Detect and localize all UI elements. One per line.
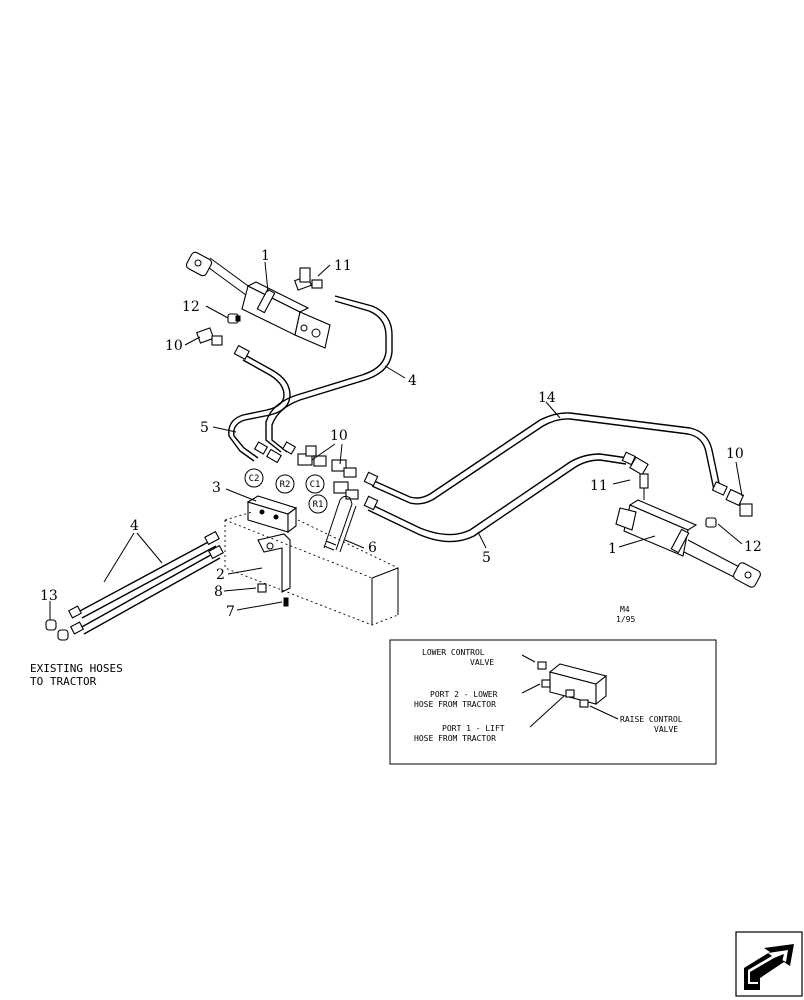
callout-10-top: 10 xyxy=(165,338,183,354)
leader-lines xyxy=(49,261,743,620)
existing-hose-a xyxy=(77,539,213,613)
hose-fitting xyxy=(69,621,85,635)
inset-raise-control-line2: VALVE xyxy=(654,725,678,734)
next-page-button[interactable] xyxy=(735,931,803,997)
inset-valve-block xyxy=(537,661,608,708)
existing-hoses-note-line2: TO TRACTOR xyxy=(30,675,97,688)
hose-5-lower-inner xyxy=(367,459,627,543)
port-label-c2: C2 xyxy=(249,474,260,484)
inset-lower-control-line1: LOWER CONTROL xyxy=(422,648,485,657)
fitting-11-top xyxy=(294,267,323,291)
fitting-cluster-mid xyxy=(253,441,379,511)
inset-leader-raise xyxy=(589,705,619,720)
callout-11-top: 11 xyxy=(334,258,352,274)
hose-14 xyxy=(371,412,721,499)
nut-8 xyxy=(257,583,267,593)
inset-raise-control-line1: RAISE CONTROL xyxy=(620,715,683,724)
hydraulic-cylinder-top xyxy=(185,251,331,349)
port-label-c1: C1 xyxy=(310,480,321,490)
existing-hose-b-inner xyxy=(83,557,221,635)
existing-hose-a-inner xyxy=(81,545,217,619)
port-circle-c1: C1 xyxy=(305,474,325,494)
hose-14-inner xyxy=(371,418,715,505)
u-bolt xyxy=(323,495,357,553)
coupler-13 xyxy=(45,619,69,641)
fitting-12-top xyxy=(227,313,241,324)
callout-13: 13 xyxy=(40,588,58,604)
drawing-code-line1: M4 xyxy=(620,605,630,614)
inset-border xyxy=(389,639,717,765)
callout-12-top: 12 xyxy=(182,299,200,315)
mounting-bracket xyxy=(257,533,291,593)
toolbar-tube-dashed xyxy=(224,511,399,626)
port-label-r1: R1 xyxy=(313,500,324,510)
existing-hose-b xyxy=(79,551,217,629)
callout-5-left: 5 xyxy=(200,420,209,436)
callout-3: 3 xyxy=(212,480,221,496)
fitting-12-right xyxy=(705,517,717,528)
hydraulic-cylinder-right xyxy=(615,499,761,588)
port-label-r2: R2 xyxy=(280,480,291,490)
callout-4-upper: 4 xyxy=(408,373,417,389)
inset-leader-lower xyxy=(521,654,536,663)
callout-10-right: 10 xyxy=(726,446,744,462)
callout-12-right: 12 xyxy=(744,539,762,555)
fitting-10-right xyxy=(711,481,753,517)
hose-5-lower xyxy=(369,453,629,536)
hose-5-left-inner xyxy=(228,359,285,462)
hose-fitting xyxy=(204,530,220,546)
hose-4-upper xyxy=(271,295,393,453)
drawing-code-line2: 1/95 xyxy=(616,615,635,624)
valve-block xyxy=(246,495,298,534)
callout-10-mid: 10 xyxy=(330,428,348,444)
hose-fitting xyxy=(208,544,224,560)
callout-11-right: 11 xyxy=(590,478,608,494)
callout-1-right: 1 xyxy=(608,541,617,557)
inset-port1-line2: HOSE FROM TRACTOR xyxy=(414,734,496,743)
hose-5-left xyxy=(233,354,291,459)
existing-hoses-note-line1: EXISTING HOSES xyxy=(30,662,123,675)
fitting-11-right xyxy=(621,451,649,500)
callout-14: 14 xyxy=(538,390,556,406)
hose-4-upper-inner xyxy=(265,300,387,453)
callout-7: 7 xyxy=(226,604,235,620)
fitting-10-top xyxy=(196,327,250,360)
callout-2: 2 xyxy=(216,567,225,583)
inset-port2-line1: PORT 2 - LOWER xyxy=(430,690,498,699)
port-circle-r2: R2 xyxy=(275,474,295,494)
bolt-7 xyxy=(283,597,289,607)
inset-leader-port2 xyxy=(521,683,541,694)
valve-detail-inset: LOWER CONTROL VALVE PORT 2 - LOWER HOSE … xyxy=(389,639,717,765)
port-circle-c2: C2 xyxy=(244,468,264,488)
inset-port1-line1: PORT 1 - LIFT xyxy=(442,724,505,733)
inset-lower-control-line2: VALVE xyxy=(470,658,494,667)
next-page-arrow-icon xyxy=(744,944,794,990)
callout-5-bottom: 5 xyxy=(482,550,491,566)
inset-leader-port1 xyxy=(529,695,565,728)
callout-4-left: 4 xyxy=(130,518,139,534)
callout-6: 6 xyxy=(368,540,377,556)
port-circle-r1: R1 xyxy=(308,494,328,514)
hose-fitting xyxy=(67,605,83,619)
inset-port2-line2: HOSE FROM TRACTOR xyxy=(414,700,496,709)
callout-1-top: 1 xyxy=(261,248,270,264)
callout-8: 8 xyxy=(214,584,223,600)
